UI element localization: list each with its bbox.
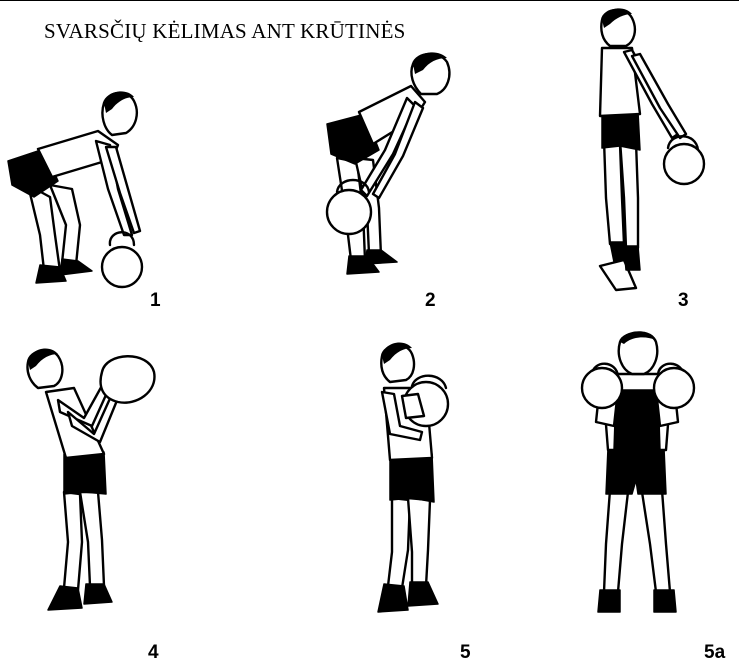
athlete-drawing-1 [0, 85, 170, 295]
top-rule [0, 0, 739, 1]
figure-2-illustration [315, 50, 465, 295]
figure-3-number: 3 [678, 290, 689, 312]
figure-5a-illustration [580, 330, 700, 630]
figure-1-number: 1 [150, 290, 161, 312]
figure-4-illustration [18, 342, 178, 627]
figure-1-illustration [0, 85, 170, 300]
page-title: SVARSČIŲ KĖLIMAS ANT KRŪTINĖS [44, 19, 406, 44]
athlete-drawing-2 [315, 50, 465, 290]
athlete-drawing-5a [580, 330, 700, 625]
figure-4-number: 4 [148, 642, 159, 664]
figure-2-number: 2 [425, 290, 436, 312]
athlete-drawing-4 [18, 342, 178, 622]
athlete-drawing-3 [580, 8, 720, 298]
figure-5a-number: 5a [704, 642, 725, 664]
figure-5-illustration [372, 338, 472, 633]
figure-3-illustration [580, 8, 720, 303]
figure-5-number: 5 [460, 642, 471, 664]
athlete-drawing-5 [372, 338, 472, 628]
